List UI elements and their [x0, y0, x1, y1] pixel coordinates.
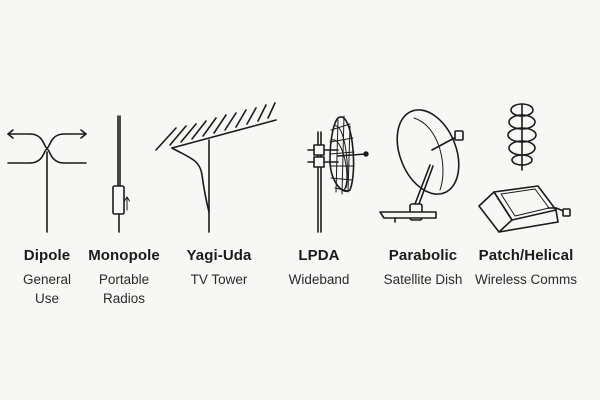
dipole-name: Dipole — [23, 247, 71, 264]
patch-helical-name: Patch/Helical — [478, 247, 574, 264]
dipole-icon — [7, 129, 87, 233]
monopole-use-line-2: Radios — [102, 291, 146, 306]
patch-helical-use: Wireless Comms — [471, 270, 581, 289]
dipole-use-line-1: General — [22, 272, 72, 287]
monopole-use-line-1: Portable — [98, 272, 150, 287]
lpda-icon — [307, 115, 369, 233]
monopole-name: Monopole — [88, 247, 160, 264]
monopole-icon — [112, 115, 130, 233]
yagi-uda-name: Yagi-Uda — [186, 247, 252, 264]
patch-helical-icon — [478, 103, 571, 233]
patch-helical-use-line-1: Wireless Comms — [474, 272, 577, 287]
parabolic-use-line-1: Satellite Dish — [383, 272, 463, 287]
parabolic-use: Satellite Dish — [368, 270, 478, 289]
lpda-name: LPDA — [298, 247, 340, 264]
dipole-use: General Use — [0, 270, 102, 308]
lpda-use: Wideband — [264, 270, 374, 289]
monopole-use: Portable Radios — [69, 270, 179, 308]
parabolic-name: Parabolic — [388, 247, 458, 264]
yagi-uda-use: TV Tower — [164, 270, 274, 289]
dipole-use-line-2: Use — [34, 291, 59, 306]
lpda-use-line-1: Wideband — [288, 272, 350, 287]
yagi-uda-icon — [155, 102, 277, 233]
yagi-uda-use-line-1: TV Tower — [190, 272, 248, 287]
parabolic-icon — [379, 109, 464, 223]
